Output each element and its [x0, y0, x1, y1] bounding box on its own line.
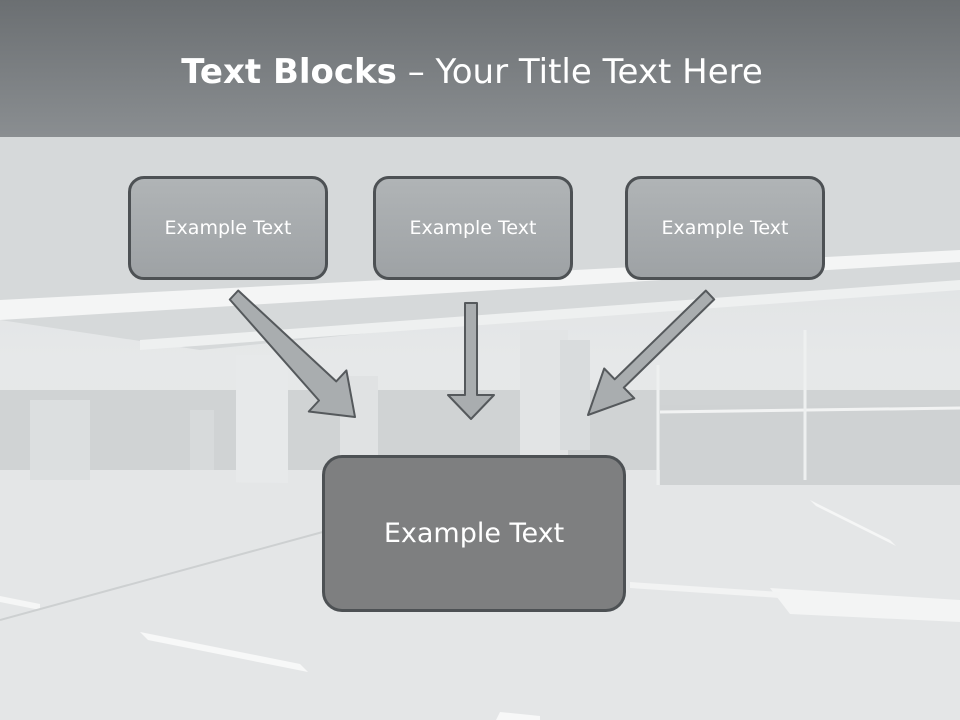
text-box-bottom-label: Example Text [383, 518, 565, 549]
arrow-right-diagonal [587, 289, 716, 416]
slide-title: Text Blocks – Your Title Text Here [0, 52, 944, 92]
text-box-right[interactable]: Example Text [625, 176, 825, 280]
text-box-right-label: Example Text [661, 217, 789, 239]
title-rest: – Your Title Text Here [396, 52, 763, 92]
arrow-left-diagonal [228, 289, 356, 418]
text-box-center-label: Example Text [409, 217, 537, 239]
title-band [0, 0, 960, 137]
title-bold: Text Blocks [181, 52, 397, 92]
arrow-center-down [447, 302, 495, 420]
text-box-bottom[interactable]: Example Text [322, 455, 626, 612]
text-box-left-label: Example Text [164, 217, 292, 239]
text-box-center[interactable]: Example Text [373, 176, 573, 280]
text-box-left[interactable]: Example Text [128, 176, 328, 280]
